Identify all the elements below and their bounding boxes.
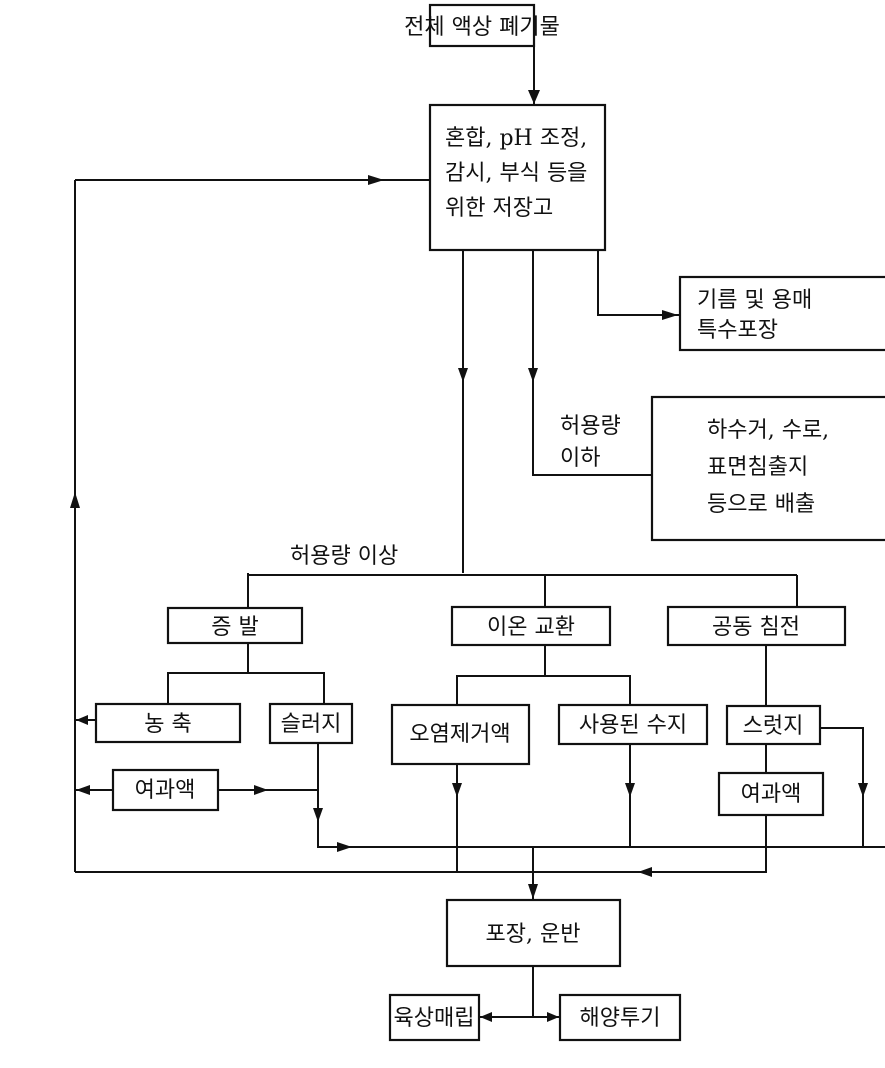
label-below-limit: 허용량 bbox=[560, 414, 621, 439]
svg-text:기름 및 용매: 기름 및 용매 bbox=[697, 288, 812, 313]
svg-text:포장, 운반: 포장, 운반 bbox=[486, 922, 581, 947]
svg-text:스럿지: 스럿지 bbox=[743, 714, 804, 739]
arrow-icon bbox=[638, 867, 652, 877]
arrow-icon bbox=[625, 783, 635, 797]
node-land-burial: 육상매립 bbox=[388, 993, 481, 1042]
arrow-icon bbox=[858, 783, 868, 797]
svg-text:농 축: 농 축 bbox=[144, 712, 191, 737]
arrow-icon bbox=[662, 310, 678, 320]
arrow-icon bbox=[547, 1012, 559, 1022]
node-ion-exchange: 이온 교환 bbox=[450, 605, 612, 647]
node-decon-liquid: 오염제거액 bbox=[390, 703, 531, 766]
node-discharge: 하수거, 수로, 표면침출지 등으로 배출 bbox=[650, 395, 885, 542]
label-above-limit: 허용량 이상 bbox=[290, 544, 398, 569]
svg-text:하수거, 수로,: 하수거, 수로, bbox=[707, 418, 829, 443]
arrow-icon bbox=[480, 1012, 492, 1022]
arrow-icon bbox=[528, 368, 538, 382]
node-used-resin: 사용된 수지 bbox=[557, 703, 709, 746]
svg-text:여과액: 여과액 bbox=[135, 778, 196, 803]
svg-text:해양투기: 해양투기 bbox=[580, 1006, 661, 1031]
node-sea-dumping: 해양투기 bbox=[558, 993, 682, 1042]
svg-text:증 발: 증 발 bbox=[211, 615, 258, 640]
node-all-liquid-waste: 전체 액상 폐기물 bbox=[404, 3, 560, 48]
svg-text:등으로 배출: 등으로 배출 bbox=[707, 492, 815, 517]
arrow-icon bbox=[528, 884, 538, 899]
arrow-icon bbox=[368, 175, 384, 185]
arrow-icon bbox=[337, 842, 352, 852]
arrow-icon bbox=[76, 715, 88, 725]
node-sludge-coprec: 스럿지 bbox=[725, 704, 822, 746]
node-coprecipitation: 공동 침전 bbox=[666, 605, 847, 647]
node-packaging: 포장, 운반 bbox=[445, 898, 622, 968]
svg-text:육상매립: 육상매립 bbox=[394, 1006, 475, 1031]
svg-text:오염제거액: 오염제거액 bbox=[409, 722, 510, 747]
arrow-icon bbox=[452, 783, 462, 797]
node-filtrate-left: 여과액 bbox=[111, 768, 220, 812]
label-below-limit-2: 이하 bbox=[560, 446, 600, 471]
arrow-icon bbox=[528, 90, 540, 104]
svg-text:전체 액상 폐기물: 전체 액상 폐기물 bbox=[404, 15, 560, 40]
svg-text:슬러지: 슬러지 bbox=[281, 712, 342, 737]
arrow-icon bbox=[254, 785, 268, 795]
node-filtrate-right: 여과액 bbox=[717, 771, 825, 817]
arrowheads bbox=[70, 90, 868, 1022]
arrow-icon bbox=[70, 492, 80, 508]
node-concentrate: 농 축 bbox=[94, 702, 242, 744]
svg-text:특수포장: 특수포장 bbox=[697, 318, 778, 343]
node-sludge-evap: 슬러지 bbox=[268, 702, 354, 745]
svg-text:혼합, pH 조정,: 혼합, pH 조정, bbox=[445, 126, 587, 151]
arrow-icon bbox=[76, 785, 90, 795]
svg-text:위한 저장고: 위한 저장고 bbox=[445, 196, 553, 221]
svg-text:감시, 부식 등을: 감시, 부식 등을 bbox=[445, 161, 587, 186]
svg-text:사용된 수지: 사용된 수지 bbox=[579, 713, 687, 738]
node-evaporation: 증 발 bbox=[166, 606, 304, 645]
node-oil-solvent: 기름 및 용매 특수포장 bbox=[678, 275, 885, 352]
svg-text:표면침출지: 표면침출지 bbox=[707, 455, 808, 480]
svg-text:여과액: 여과액 bbox=[741, 782, 802, 807]
connectors bbox=[74, 46, 885, 1018]
svg-text:이온 교환: 이온 교환 bbox=[487, 615, 575, 640]
svg-text:공동 침전: 공동 침전 bbox=[712, 615, 800, 640]
node-storage: 혼합, pH 조정, 감시, 부식 등을 위한 저장고 bbox=[428, 103, 607, 252]
arrow-icon bbox=[313, 808, 323, 822]
arrow-icon bbox=[458, 368, 468, 382]
